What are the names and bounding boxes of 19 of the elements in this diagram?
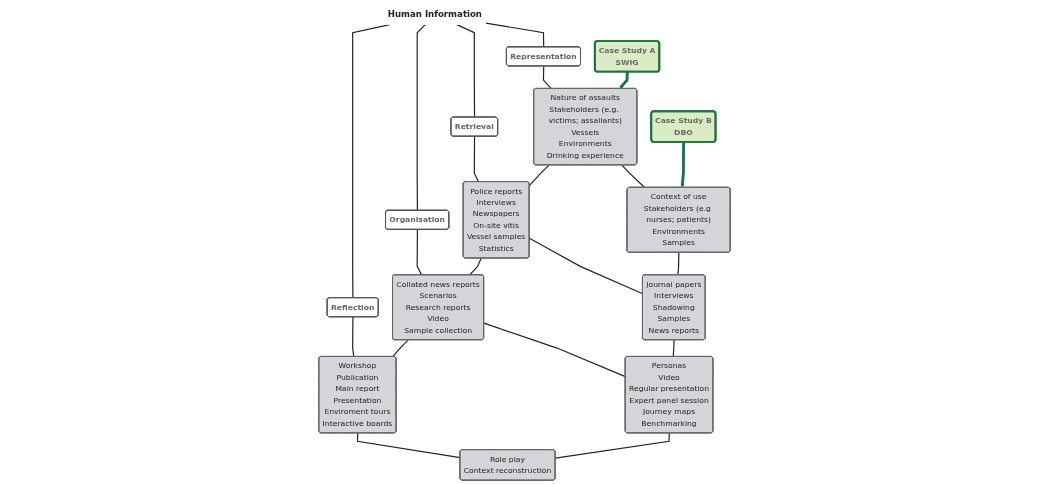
connector xyxy=(392,339,409,358)
connector xyxy=(677,251,680,276)
connector xyxy=(469,257,482,276)
connector xyxy=(456,24,476,118)
connector xyxy=(528,164,550,187)
arrow xyxy=(680,142,686,188)
connector xyxy=(528,237,644,295)
connector xyxy=(356,432,461,459)
connector xyxy=(672,339,675,358)
node-text: Human Information xyxy=(387,9,482,20)
connector xyxy=(416,24,426,212)
connector xyxy=(485,22,545,48)
connector xyxy=(621,164,646,189)
connector xyxy=(473,135,480,183)
connector xyxy=(542,65,552,90)
connector xyxy=(352,316,355,358)
connector xyxy=(554,432,670,459)
connector xyxy=(483,322,626,378)
connector xyxy=(416,229,423,276)
